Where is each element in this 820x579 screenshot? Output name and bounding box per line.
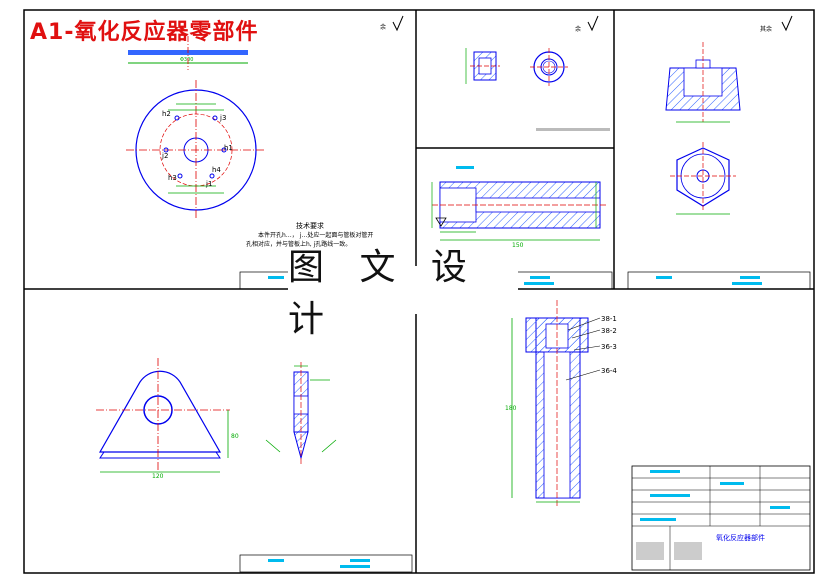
svg-text:Φ300: Φ300 xyxy=(180,57,193,63)
hole-label-j3: j3 xyxy=(219,114,226,122)
lug-dim-width: 120 xyxy=(152,473,164,480)
hole-label-h2: h2 xyxy=(162,110,171,118)
tube-drawing xyxy=(431,166,608,241)
tech-req-line1: 本件开孔h…， j…处应一起面与管板对管开 xyxy=(258,231,373,239)
tech-req-heading: 技术要求 xyxy=(296,221,324,230)
title-block-small-3 xyxy=(627,271,811,290)
part-label-4: 36-4 xyxy=(601,367,617,375)
lug-dim-height: 80 xyxy=(231,433,239,440)
main-title: A1-氧化反应器零部件 xyxy=(30,20,259,45)
hole-label-h1: h1 xyxy=(224,144,233,152)
part-label-2: 38-2 xyxy=(601,327,617,335)
part-label-1: 38-1 xyxy=(601,315,617,323)
hole-label-h3: h3 xyxy=(168,174,177,182)
nut-drawing xyxy=(465,48,610,131)
flange-drawing: Φ300 xyxy=(126,36,266,220)
hole-label-j2: j2 xyxy=(161,152,168,160)
part-label-3: 36-3 xyxy=(601,343,617,351)
lug-drawing xyxy=(96,358,337,473)
roughness-mark-3: 其余 xyxy=(760,25,772,33)
title-block-name: 氧化反应器部件 xyxy=(716,533,765,542)
column-dim-height: 180 xyxy=(505,405,517,412)
column-assembly-drawing xyxy=(511,300,601,506)
watermark: 图 文 设 计 xyxy=(288,247,518,340)
title-block-small-4 xyxy=(239,554,413,573)
tech-req-line2: 孔相对应，并与管板上h, j孔路线一致。 xyxy=(246,240,351,248)
hole-label-h4: h4 xyxy=(212,166,221,174)
hex-nut-drawing xyxy=(665,42,741,215)
roughness-mark-2: 余 xyxy=(575,25,581,33)
tube-dim-total: 150 xyxy=(512,242,524,249)
hole-label-j1: j1 xyxy=(205,180,212,188)
sheet-border xyxy=(23,9,815,574)
main-title-block xyxy=(631,465,811,571)
roughness-mark-1: 余 xyxy=(380,23,386,31)
